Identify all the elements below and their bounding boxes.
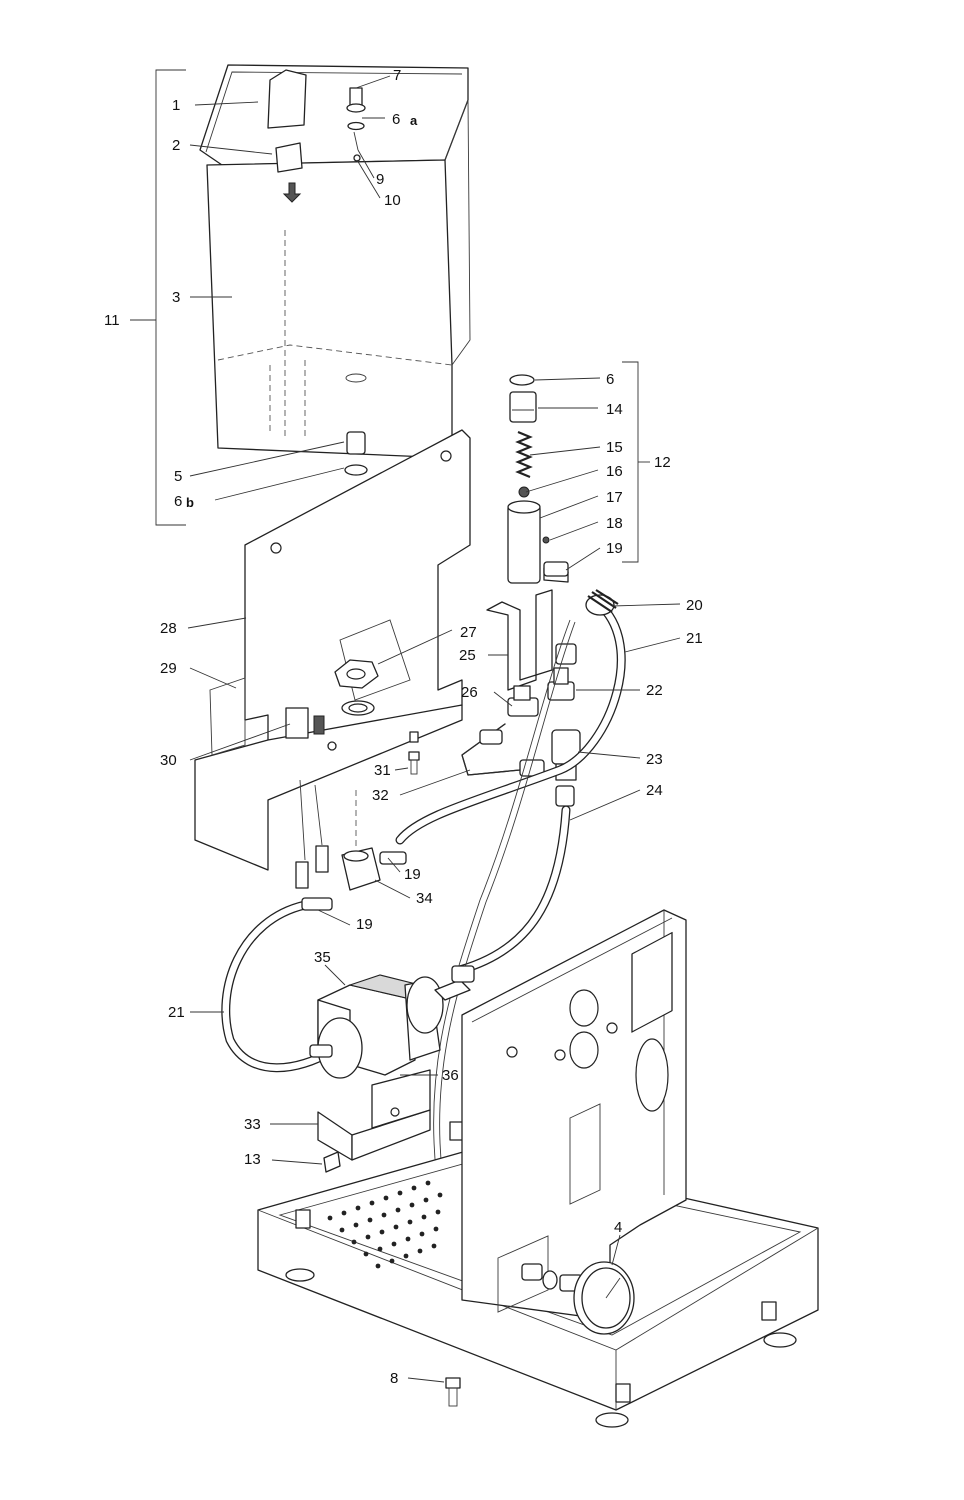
- solenoid-valve-34: [301, 847, 407, 911]
- label-23: 23: [646, 751, 663, 768]
- tank-outlet: [344, 431, 368, 476]
- label-20: 20: [686, 597, 703, 614]
- return-tube: [433, 619, 576, 1201]
- label-6b-suffix: b: [186, 495, 194, 510]
- spring-guard-20: [585, 589, 619, 616]
- pressure-gauge-4: [521, 1261, 635, 1335]
- level-sensor: [267, 69, 307, 203]
- tank-valve: [346, 87, 366, 162]
- label-22: 22: [646, 682, 663, 699]
- label-1: 1: [172, 97, 180, 114]
- label-8: 8: [390, 1370, 398, 1387]
- label-6a: 6: [392, 111, 400, 128]
- label-16: 16: [606, 463, 623, 480]
- label-36: 36: [442, 1067, 459, 1084]
- label-19-low: 19: [356, 916, 373, 933]
- water-tank: [199, 64, 471, 459]
- label-19-mid: 19: [404, 866, 421, 883]
- label-27: 27: [460, 624, 477, 641]
- label-17: 17: [606, 489, 623, 506]
- label-19-top: 19: [606, 540, 623, 557]
- label-26: 26: [461, 684, 478, 701]
- label-13: 13: [244, 1151, 261, 1168]
- nut-27: [334, 659, 379, 716]
- regulator: [507, 374, 569, 584]
- leader-lines: [187, 75, 681, 1383]
- label-4: 4: [614, 1219, 622, 1236]
- screw-31: [408, 731, 420, 775]
- connector-19: [543, 561, 569, 577]
- label-21-low: 21: [168, 1004, 185, 1021]
- label-7: 7: [393, 67, 401, 84]
- label-25: 25: [459, 647, 476, 664]
- label-21-top: 21: [686, 630, 703, 647]
- label-34: 34: [416, 890, 433, 907]
- label-10: 10: [384, 192, 401, 209]
- label-11: 11: [104, 312, 120, 329]
- pump-bracket-33: [317, 1069, 431, 1173]
- label-29: 29: [160, 660, 177, 677]
- hose-24: [455, 805, 571, 975]
- label-33: 33: [244, 1116, 261, 1133]
- label-35: 35: [314, 949, 331, 966]
- label-3: 3: [172, 289, 180, 306]
- bracket-25: [486, 589, 553, 691]
- label-12: 12: [654, 454, 671, 471]
- label-9: 9: [376, 171, 384, 188]
- label-5: 5: [174, 468, 182, 485]
- label-24: 24: [646, 782, 663, 799]
- mounting-plate: [194, 429, 471, 871]
- bracket-11: [130, 69, 186, 526]
- label-6: 6: [606, 371, 614, 388]
- label-15: 15: [606, 439, 623, 456]
- rigid-tube-32: [461, 723, 545, 777]
- label-28: 28: [160, 620, 177, 637]
- screw-8: [445, 1377, 461, 1407]
- bracket-12: [622, 361, 650, 563]
- hose-21-upper: [395, 595, 626, 845]
- label-30: 30: [160, 752, 177, 769]
- label-14: 14: [606, 401, 623, 418]
- hose-21-lower: [221, 900, 335, 1073]
- ventilation-holes: [327, 1180, 443, 1269]
- part-labels: 1 2 3 5 6 b 7 6 a 9 10 11 6 14 15 12 16 …: [104, 67, 703, 1387]
- label-6a-suffix: a: [410, 113, 418, 128]
- back-panel: [461, 909, 687, 1321]
- label-6b: 6: [174, 493, 182, 510]
- switch-30: [285, 707, 337, 889]
- label-32: 32: [372, 787, 389, 804]
- label-2: 2: [172, 137, 180, 154]
- label-18: 18: [606, 515, 623, 532]
- pump-35: [309, 965, 475, 1079]
- label-31: 31: [374, 762, 391, 779]
